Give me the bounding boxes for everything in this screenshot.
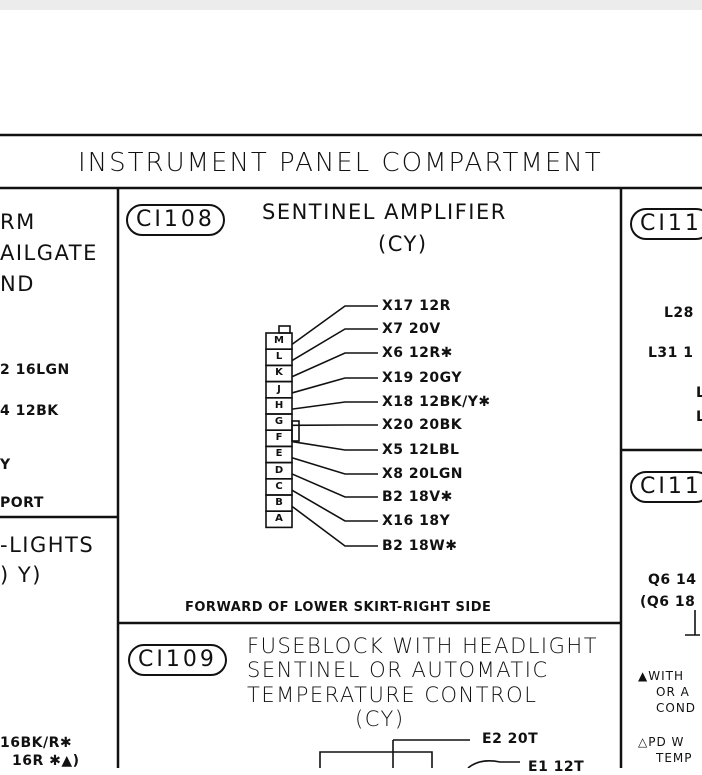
- pin-label: J: [266, 385, 292, 395]
- left-lower-title: ) Y): [0, 565, 42, 586]
- right-wire: L: [696, 410, 702, 424]
- left-note: Y: [0, 458, 11, 472]
- ci109-title-line: FUSEBLOCK WITH HEADLIGHT: [247, 636, 598, 657]
- wire-lead: [292, 442, 378, 450]
- page-title: INSTRUMENT PANEL COMPARTMENT: [78, 150, 603, 176]
- left-note: PORT: [0, 496, 44, 510]
- left-lower-wire: 16BK/R✱: [0, 736, 72, 750]
- right-note: OR A: [656, 686, 690, 698]
- wire-lead: [292, 306, 378, 344]
- wire-lead: [292, 458, 378, 474]
- right-lower-wire: (Q6 18: [640, 595, 695, 609]
- left-title-line: AILGATE: [0, 243, 98, 264]
- connector-id-ci109: CI109: [128, 644, 227, 676]
- ci109-title-line: (CY): [355, 709, 405, 730]
- pin-label: M: [266, 336, 292, 346]
- left-title-line: RM: [0, 212, 36, 233]
- left-wire-label: 2 16LGN: [0, 363, 70, 377]
- ci109-title-line: TEMPERATURE CONTROL: [247, 685, 537, 706]
- right-lower-wire: Q6 14: [648, 573, 697, 587]
- wire-lead: [292, 378, 378, 393]
- wire-label: X20 20BK: [382, 418, 462, 432]
- connector-id-right-upper: CI11: [630, 208, 702, 240]
- wire-label: X6 12R✱: [382, 346, 453, 360]
- wire-lead: [292, 506, 378, 546]
- wire-label: X16 18Y: [382, 514, 450, 528]
- connector-latch: [279, 326, 290, 333]
- wire-lead: [292, 329, 378, 361]
- ci108-title: SENTINEL AMPLIFIER: [262, 202, 507, 223]
- ci109-title-line: SENTINEL OR AUTOMATIC: [247, 660, 549, 681]
- left-lower-wire: 16R ✱▲): [12, 754, 80, 768]
- wire-label: B2 18W✱: [382, 539, 457, 553]
- pin-label: C: [266, 482, 292, 492]
- pin-label: L: [266, 352, 292, 362]
- pin-label: K: [266, 368, 292, 378]
- wire-lead: [292, 474, 378, 497]
- pin-label: H: [266, 401, 292, 411]
- wire-label: X5 12LBL: [382, 443, 459, 457]
- wire-label: X19 20GY: [382, 371, 462, 385]
- right-note: ▲WITH: [638, 670, 684, 682]
- right-note: △PD W: [638, 736, 684, 748]
- right-wire: L: [696, 386, 702, 400]
- wire-label: X17 12R: [382, 299, 451, 313]
- connector-id-ci108: CI108: [126, 204, 225, 236]
- ci108-location: FORWARD OF LOWER SKIRT-RIGHT SIDE: [185, 601, 491, 614]
- ci109-wire: E2 20T: [482, 732, 538, 746]
- left-title-line: ND: [0, 274, 35, 295]
- right-note: COND: [656, 702, 696, 714]
- wire-lead: [292, 353, 378, 377]
- wire-label: X18 12BK/Y✱: [382, 395, 491, 409]
- wire-label: X8 20LGN: [382, 467, 463, 481]
- connector-key: [292, 421, 299, 441]
- wire-label: X7 20V: [382, 322, 441, 336]
- ci108-subtitle: (CY): [378, 234, 428, 255]
- pin-label: A: [266, 514, 292, 524]
- right-wire: L28: [664, 306, 694, 320]
- right-wire: L31 1: [648, 346, 694, 360]
- pin-label: D: [266, 466, 292, 476]
- wire-lead: [292, 402, 378, 409]
- pin-label: G: [266, 417, 292, 427]
- pin-label: F: [266, 433, 292, 443]
- wire-label: B2 18V✱: [382, 490, 453, 504]
- left-lower-title: -LIGHTS: [0, 535, 94, 556]
- connector-id-right-lower: CI11: [630, 471, 702, 503]
- pin-label: B: [266, 498, 292, 508]
- ci109-wire: E1 12T: [528, 760, 584, 774]
- pin-label: E: [266, 449, 292, 459]
- right-note: TEMP: [656, 752, 693, 764]
- left-wire-label: 4 12BK: [0, 404, 59, 418]
